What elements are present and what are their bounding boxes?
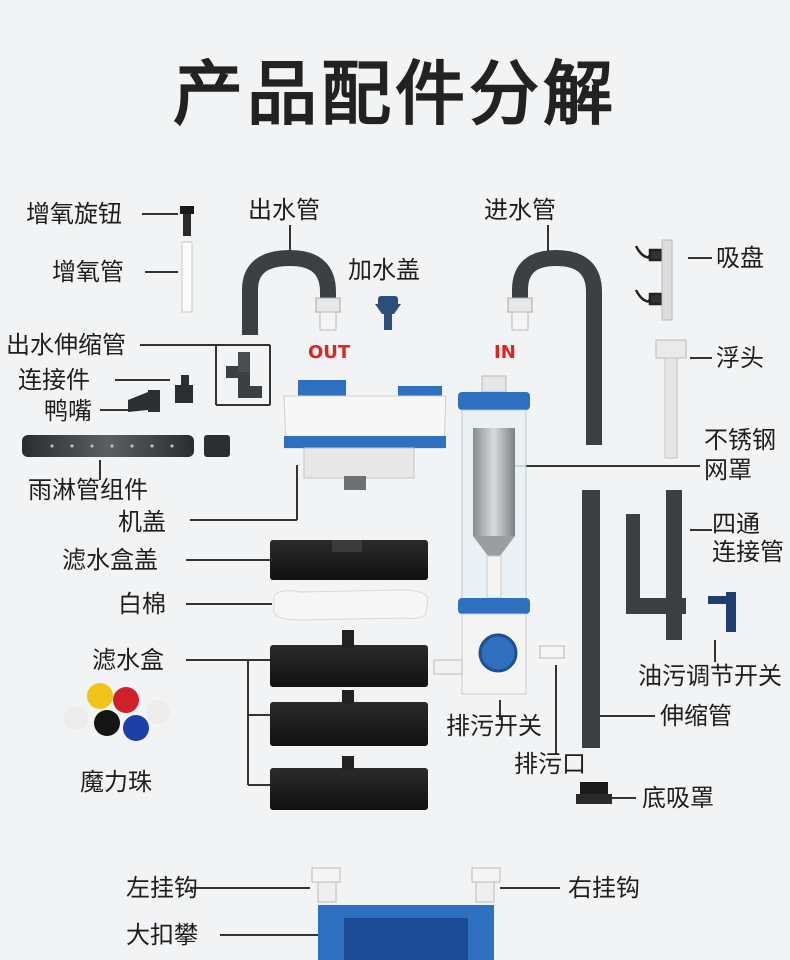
label-stainless-mesh-line2: 网罩 [704,456,752,484]
telescopic-tube-icon [582,490,600,748]
label-bottom-cover: 底吸罩 [642,784,714,812]
outlet-pipe-icon [242,249,336,335]
label-outlet-extension-tube: 出水伸缩管 [6,331,126,359]
connector-icon [175,375,193,403]
filter-box [270,645,428,687]
inlet-pipe-icon [512,249,602,445]
right-hook-icon [471,867,501,903]
label-suction-cup: 吸盘 [716,244,764,272]
label-left-hook: 左挂钩 [126,874,198,902]
float-head-icon [655,339,687,459]
label-four-way-line1: 四通 [712,510,760,538]
label-connector: 连接件 [18,366,90,394]
aeration-tube-icon [181,241,193,313]
label-filter-box: 滤水盒 [92,646,164,674]
machine-cover-icon [283,380,447,490]
label-rain-pipe-kit: 雨淋管组件 [28,476,148,504]
label-magic-balls: 魔力珠 [80,768,152,796]
label-white-cotton: 白棉 [118,590,166,618]
magic-balls-icon [64,683,170,741]
label-filter-box-cover: 滤水盒盖 [62,546,158,574]
label-aeration-tube: 增氧管 [52,258,124,286]
label-oil-switch: 油污调节开关 [638,662,782,690]
rain-pipe-kit-icon [22,435,230,457]
label-outlet-pipe: 出水管 [248,196,320,224]
label-drain-switch: 排污开关 [446,712,542,740]
bottom-cover-icon [576,782,612,804]
label-inlet-pipe: 进水管 [484,196,556,224]
label-four-way-line2: 连接管 [712,538,784,566]
four-way-connector-icon [626,490,686,640]
label-big-clip: 大扣攀 [126,921,198,949]
label-right-hook: 右挂钩 [568,874,640,902]
filter-box [270,702,428,746]
aeration-knob-icon [180,206,194,236]
label-duckbill: 鸭嘴 [44,397,92,425]
filter-box-stack [270,630,428,810]
filter-box-cover-icon [270,540,428,580]
out-tag: OUT [308,342,351,363]
label-float-head: 浮头 [716,344,764,372]
label-machine-cover: 机盖 [118,508,166,536]
filter-box [270,768,428,810]
label-stainless-mesh-line1: 不锈钢 [704,426,776,454]
big-clip-icon [318,905,494,960]
drain-port-icon [539,645,565,659]
page-title: 产品配件分解 [173,53,617,135]
label-aeration-knob: 增氧旋钮 [26,200,122,228]
left-hook-icon [311,867,341,903]
white-cotton-icon [273,589,429,621]
outlet-extension-tube-icon [226,352,262,398]
oil-switch-icon [708,592,736,632]
in-tag: IN [494,342,516,363]
inlet-canister-icon [433,375,530,695]
label-water-cap: 加水盖 [348,256,420,284]
label-telescopic-tube: 伸缩管 [660,702,732,730]
duckbill-icon [128,390,160,412]
label-drain-port: 排污口 [514,750,586,778]
leader-lines [99,213,716,936]
water-cap-icon [375,296,401,330]
